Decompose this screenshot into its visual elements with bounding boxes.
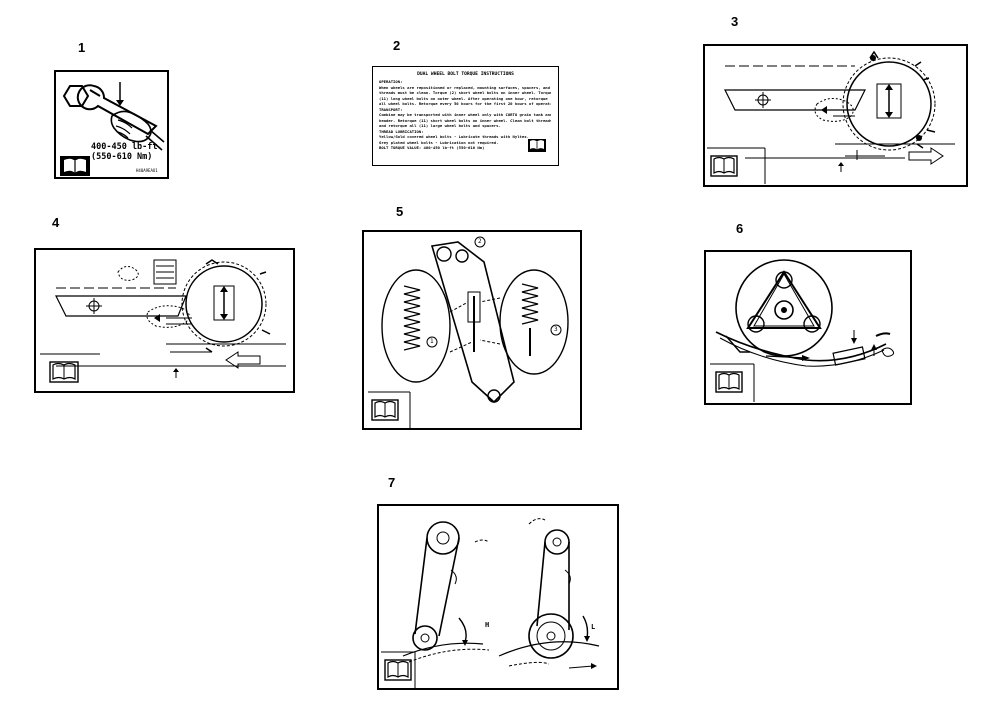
decal-6-rotor-triangle [704,250,912,405]
speed-label-high: H [485,621,490,629]
callout-1: 1 [430,338,434,345]
torque-value-nm: (550-610 Nm) [91,152,153,162]
instruction-line: THREAD LUBRICATION: [379,128,424,134]
figure-number-6: 6 [736,221,744,236]
wrench-hand-illustration [60,82,165,176]
decal-part-code: H40A9EAU1 [136,168,158,173]
sprocket-chain-illustration [40,259,286,383]
instruction-line: OPERATION: [379,79,403,84]
instruction-line: When wheels are repositioned or replaced… [379,84,551,90]
instructions-title: DUAL WHEEL BOLT TORQUE INSTRUCTIONS [417,72,514,77]
instruction-line: (11) long wheel bolts on outer wheel. Af… [379,95,548,101]
decal-4-sprocket-chain [34,248,295,393]
instruction-line: Combine may be transported with inner wh… [379,112,551,117]
figure-number-2: 2 [393,38,401,53]
instruction-line: Yellow/Gold covered wheel bolts - Lubric… [379,134,529,139]
figure-number-7: 7 [388,475,396,490]
figure-number-3: 3 [731,14,739,29]
decal-7-belt-drive: H L [377,504,619,690]
torque-value-lbft: 400-450 lb-ft [91,142,158,152]
figure-number-1: 1 [78,40,86,55]
belt-drive-illustration [381,518,600,688]
decal-3-sprocket-chain [703,44,968,187]
instruction-line: TRANSPORT: [379,106,403,112]
instruction-line: and retorque all (11) large wheel bolts … [379,123,501,128]
figure-number-5: 5 [396,204,404,219]
sprocket-chain-illustration [707,50,955,184]
speed-label-low: L [591,623,596,631]
instruction-line: Grey plated wheel bolts - Lubrication no… [379,139,499,145]
spring-linkage-illustration [368,236,569,428]
decal-2-bolt-torque-instructions: DUAL WHEEL BOLT TORQUE INSTRUCTIONS OPER… [372,66,559,166]
instruction-line: BOLT TORQUE VALUE: 400-450 lb-ft (550-61… [379,145,485,150]
decal-5-spring-linkage: 2 1 3 [362,230,582,430]
figure-number-4: 4 [52,215,60,230]
rotor-illustration [710,259,895,402]
instructions-body: OPERATION: When wheels are repositioned … [379,79,551,151]
callout-3: 3 [554,326,558,333]
instruction-line: threads must be clean. Torque (2) short … [379,90,551,95]
decal-1-torque-wrench: 400-450 lb-ft (550-610 Nm) H40A9EAU1 [54,70,169,179]
callout-2: 2 [478,238,482,245]
book-icon [528,139,546,152]
instruction-line: all wheel bolts. Retorque every 50 hours… [379,101,551,106]
instruction-line: header. Retorque (11) short wheel bolts … [379,117,551,123]
